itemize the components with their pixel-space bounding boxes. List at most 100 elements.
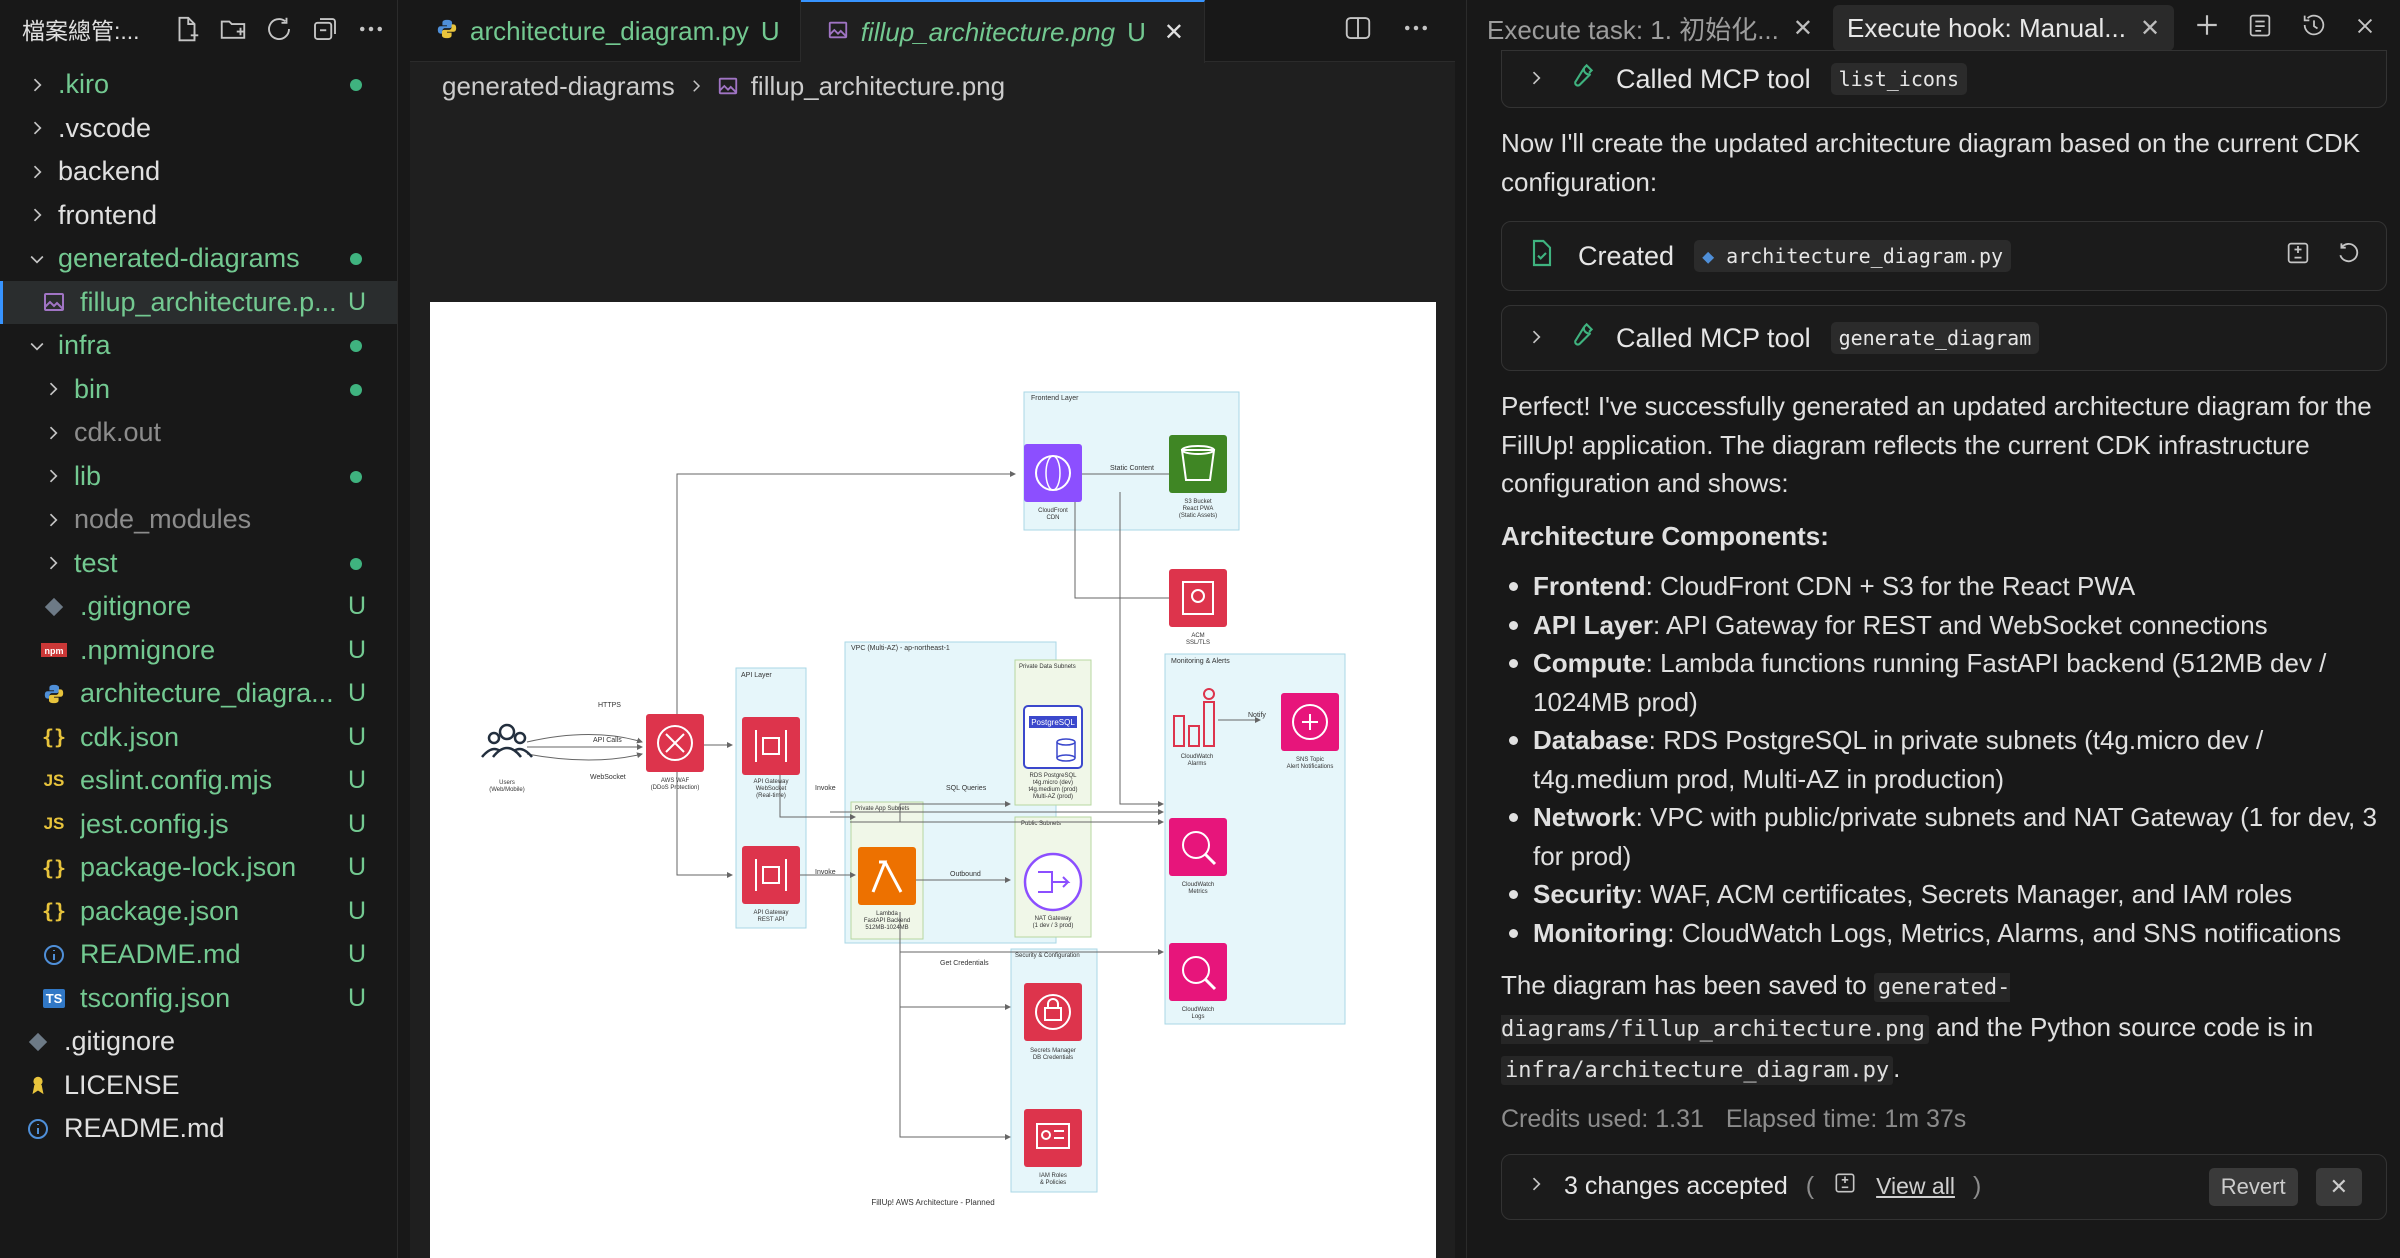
tab-label: fillup_architecture.png [860,17,1116,47]
node-label: (Web/Mobile) [489,787,525,793]
split-editor-icon[interactable] [1343,13,1373,48]
refresh-icon[interactable] [263,13,295,45]
folder-item[interactable]: .vscode [0,107,397,151]
folder-item[interactable]: generated-diagrams [0,237,397,281]
node-label: CloudWatch [1182,882,1214,888]
file-item[interactable]: architecture_diagra...U [0,672,397,716]
chevron-right-icon[interactable] [40,420,66,446]
chevron-down-icon[interactable] [24,246,50,272]
chevron-right-icon[interactable] [24,115,50,141]
revert-button[interactable]: Revert [2208,1167,2298,1206]
plus-icon[interactable] [2194,12,2220,45]
file-item[interactable]: .gitignore [0,1020,397,1064]
secrets-manager-node: Secrets Manager DB Credentials [1024,983,1082,1061]
folder-item[interactable]: infra [0,324,397,368]
edge-label: Get Credentials [940,960,989,967]
dismiss-icon[interactable]: ✕ [2315,1167,2362,1206]
agent-panel: Execute task: 1. 初始化... ✕ Execute hook: … [1466,0,2400,1258]
new-file-icon[interactable] [171,13,203,45]
edge-labels: HTTPS API Calls WebSocket Static Content… [590,465,1266,967]
breadcrumb-item[interactable]: generated-diagrams [442,70,675,101]
item-label: backend [58,156,161,187]
close-panel-icon[interactable] [2354,13,2376,44]
folder-item[interactable]: frontend [0,194,397,238]
file-item[interactable]: README.md [0,1107,397,1151]
file-item[interactable]: LICENSE [0,1064,397,1108]
breadcrumb-item[interactable]: fillup_architecture.png [750,70,1006,101]
image-icon [40,288,68,316]
edge-label: Static Content [1110,465,1154,472]
untracked-badge: U [348,940,367,969]
created-file[interactable]: ◆ architecture_diagram.py [1694,240,2012,272]
tab-execute-task[interactable]: Execute task: 1. 初始化... ✕ [1473,5,1827,51]
cloudfront-icon [1024,444,1082,502]
source-path[interactable]: infra/architecture_diagram.py [1501,1056,1894,1085]
task-list-icon[interactable] [2246,11,2274,46]
folder-item[interactable]: bin [0,368,397,412]
elapsed-time: Elapsed time: 1m 37s [1725,1104,1967,1133]
edge-label: Notify [1248,712,1266,719]
more-icon[interactable] [1401,13,1431,48]
item-label: LICENSE [64,1069,180,1100]
close-icon[interactable]: ✕ [1792,14,1813,42]
untracked-badge: U [348,635,367,664]
diff-icon[interactable] [2284,239,2312,274]
chevron-right-icon[interactable] [40,507,66,533]
collapse-all-icon[interactable] [309,13,341,45]
folder-item[interactable]: backend [0,150,397,194]
mcp-tool-call[interactable]: Called MCP tool generate_diagram [1501,305,2387,371]
close-icon[interactable]: ✕ [1163,19,1184,46]
cluster-label: Security & Configuration [1015,953,1080,959]
component-item: Network: VPC with public/private subnets… [1501,798,2387,875]
modified-dot [350,340,362,352]
chevron-right-icon[interactable] [24,159,50,185]
tab-label: Execute hook: Manual... [1847,12,2126,43]
chevron-right-icon[interactable] [40,550,66,576]
node-label: Alert Notifications [1287,764,1334,770]
info-icon [40,941,68,969]
folder-item[interactable]: node_modules [0,498,397,542]
component-desc: : CloudWatch Logs, Metrics, Alarms, and … [1667,917,2342,948]
node-label: Users [499,780,515,786]
api-gateway-icon [742,717,800,775]
chevron-right-icon[interactable] [40,463,66,489]
chevron-down-icon[interactable] [24,333,50,359]
chevron-right-icon[interactable] [1526,1172,1546,1201]
node-label: API Gateway [753,779,788,785]
more-icon[interactable] [355,13,387,45]
chevron-right-icon [1526,64,1546,95]
history-icon[interactable] [2300,11,2328,46]
tool-name: generate_diagram [1830,322,2040,354]
close-icon[interactable]: ✕ [2139,14,2161,42]
mcp-tool-call[interactable]: Called MCP tool list_icons [1501,50,2387,108]
created-file-card[interactable]: Created ◆ architecture_diagram.py [1501,221,2387,291]
tab-architecture-diagram-py[interactable]: architecture_diagram.py U [410,0,801,62]
folder-item[interactable]: test [0,542,397,586]
folder-item[interactable]: lib [0,455,397,499]
tab-fillup-architecture-png[interactable]: fillup_architecture.png U ✕ [800,0,1205,63]
chevron-right-icon[interactable] [24,72,50,98]
tab-execute-hook[interactable]: Execute hook: Manual... ✕ [1833,5,2175,51]
file-item[interactable]: fillup_architecture.p...U [0,280,397,324]
undo-icon[interactable] [2336,239,2362,274]
chevron-right-icon[interactable] [40,376,66,402]
folder-item[interactable]: .kiro [0,63,397,107]
acm-node: ACM SSL/TLS [1169,569,1227,646]
view-all-link[interactable]: View all [1876,1173,1955,1199]
node-label: CDN [1047,515,1060,521]
node-label: (Real-time) [756,793,786,799]
folder-item[interactable]: cdk.out [0,411,397,455]
nat-gateway-node: NAT Gateway (1 dev / 3 prod) [1023,852,1083,929]
new-folder-icon[interactable] [217,13,249,45]
chevron-right-icon[interactable] [24,202,50,228]
svg-text:npm: npm [45,646,64,656]
